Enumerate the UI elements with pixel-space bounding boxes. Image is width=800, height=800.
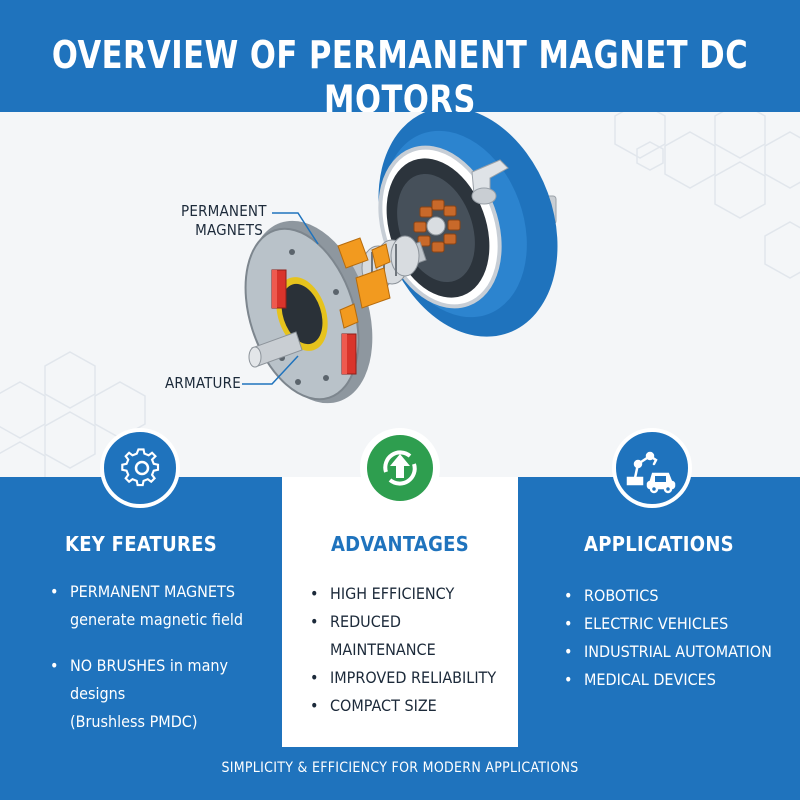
feature-rest: generate magnetic field bbox=[70, 610, 243, 629]
page-title: OVERVIEW OF PERMANENT MAGNET DC MOTORS bbox=[51, 33, 749, 123]
features-icon-badge bbox=[100, 428, 180, 508]
hero-area: PERMANENT MAGNETS ARMATURE bbox=[0, 112, 800, 477]
application-item: INDUSTRIAL AUTOMATION bbox=[564, 638, 794, 666]
feature-rest: in many designs bbox=[70, 656, 229, 703]
advantage-item: HIGH EFFICIENCY bbox=[310, 580, 510, 608]
header-band: OVERVIEW OF PERMANENT MAGNET DC MOTORS bbox=[0, 0, 800, 123]
gear-icon bbox=[121, 448, 160, 487]
features-title: KEY FEATURES bbox=[64, 532, 218, 556]
advantage-item: COMPACT SIZE bbox=[310, 692, 510, 720]
feature-strong: PERMANENT MAGNETS bbox=[70, 582, 235, 601]
advantages-title: ADVANTAGES bbox=[330, 532, 470, 556]
callout-armature: ARMATURE bbox=[165, 374, 241, 392]
feature-item: PERMANENT MAGNETS generate magnetic fiel… bbox=[50, 578, 285, 634]
application-item: MEDICAL DEVICES bbox=[564, 666, 794, 694]
advantage-item: REDUCED MAINTENANCE bbox=[310, 608, 510, 664]
robot-arm-car-icon bbox=[626, 451, 676, 494]
callout-magnets-line1: PERMANENT bbox=[181, 202, 267, 220]
motor-housing bbox=[378, 112, 558, 337]
applications-icon-badge bbox=[612, 428, 692, 508]
callout-magnets-line2: MAGNETS bbox=[195, 221, 263, 239]
efficiency-arrow-icon bbox=[367, 435, 433, 501]
applications-list: ROBOTICS ELECTRIC VEHICLES INDUSTRIAL AU… bbox=[564, 582, 794, 694]
advantage-item: IMPROVED RELIABILITY bbox=[310, 664, 510, 692]
footer-tagline: SIMPLICITY & EFFICIENCY FOR MODERN APPLI… bbox=[221, 760, 579, 776]
features-list: PERMANENT MAGNETS generate magnetic fiel… bbox=[50, 578, 285, 736]
applications-title: APPLICATIONS bbox=[584, 532, 734, 556]
feature-sub: (Brushless PMDC) bbox=[70, 712, 198, 731]
application-item: ROBOTICS bbox=[564, 582, 794, 610]
callout-permanent-magnets: PERMANENT MAGNETS bbox=[181, 202, 267, 240]
end-plate bbox=[244, 220, 391, 404]
advantages-icon-badge bbox=[360, 428, 440, 508]
motor-exploded-illustration bbox=[242, 112, 558, 404]
application-item: ELECTRIC VEHICLES bbox=[564, 610, 794, 638]
advantages-list: HIGH EFFICIENCY REDUCED MAINTENANCE IMPR… bbox=[310, 580, 510, 720]
feature-item: NO BRUSHES in many designs (Brushless PM… bbox=[50, 652, 285, 736]
feature-strong: NO BRUSHES bbox=[70, 656, 166, 675]
